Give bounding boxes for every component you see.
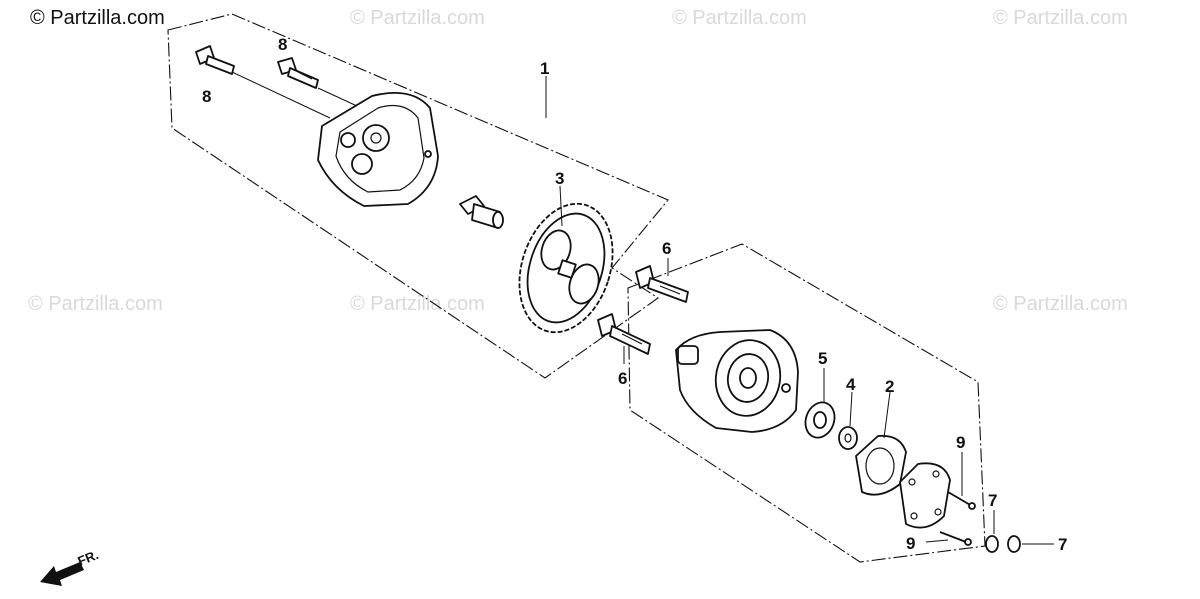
watermark-main: © Partzilla.com xyxy=(30,7,165,29)
callout-6: 6 xyxy=(618,369,627,388)
watermark-tile: © Partzilla.com xyxy=(993,7,1128,29)
callout-4: 4 xyxy=(846,375,856,394)
leader-line xyxy=(883,391,891,439)
o-ring-icon xyxy=(1007,535,1021,553)
pump-body-icon xyxy=(675,329,799,433)
rotor-icon xyxy=(804,401,836,439)
leader-line xyxy=(925,539,949,543)
shaft-icon xyxy=(459,195,504,229)
pump-cover-icon xyxy=(317,91,439,207)
o-ring-icon xyxy=(985,535,999,553)
leader-line xyxy=(559,185,563,227)
front-arrow-icon xyxy=(40,562,84,586)
watermark-tile: © Partzilla.com xyxy=(350,293,485,315)
gasket-icon xyxy=(855,434,907,496)
callout-6: 6 xyxy=(662,239,671,258)
leader-line xyxy=(231,71,331,119)
leader-line xyxy=(849,391,853,427)
callout-9: 9 xyxy=(906,534,915,553)
assembly-outline-upper xyxy=(167,13,669,379)
bolt-icon xyxy=(277,57,319,89)
assembly-outline-lower xyxy=(627,243,986,563)
bolt-icon xyxy=(195,45,235,75)
callout-2: 2 xyxy=(885,377,894,396)
callout-3: 3 xyxy=(555,169,564,188)
bolt-icon xyxy=(635,265,689,303)
watermark-tile: © Partzilla.com xyxy=(28,293,163,315)
callout-8: 8 xyxy=(278,35,287,54)
direction-label: FR. xyxy=(76,547,101,569)
gear-icon xyxy=(518,202,614,334)
watermark-tile: © Partzilla.com xyxy=(993,293,1128,315)
bolt-icon xyxy=(597,313,651,355)
watermark-tile: © Partzilla.com xyxy=(672,7,807,29)
callout-7: 7 xyxy=(988,491,997,510)
callout-1: 1 xyxy=(540,59,549,78)
callout-5: 5 xyxy=(818,349,827,368)
callout-9: 9 xyxy=(956,433,965,452)
callout-7: 7 xyxy=(1058,535,1067,554)
callout-8: 8 xyxy=(202,87,211,106)
inner-rotor-icon xyxy=(838,426,858,450)
screw-icon xyxy=(939,531,972,546)
screw-icon xyxy=(947,491,976,510)
watermark-tile: © Partzilla.com xyxy=(350,7,485,29)
cover-plate-icon xyxy=(899,462,951,529)
